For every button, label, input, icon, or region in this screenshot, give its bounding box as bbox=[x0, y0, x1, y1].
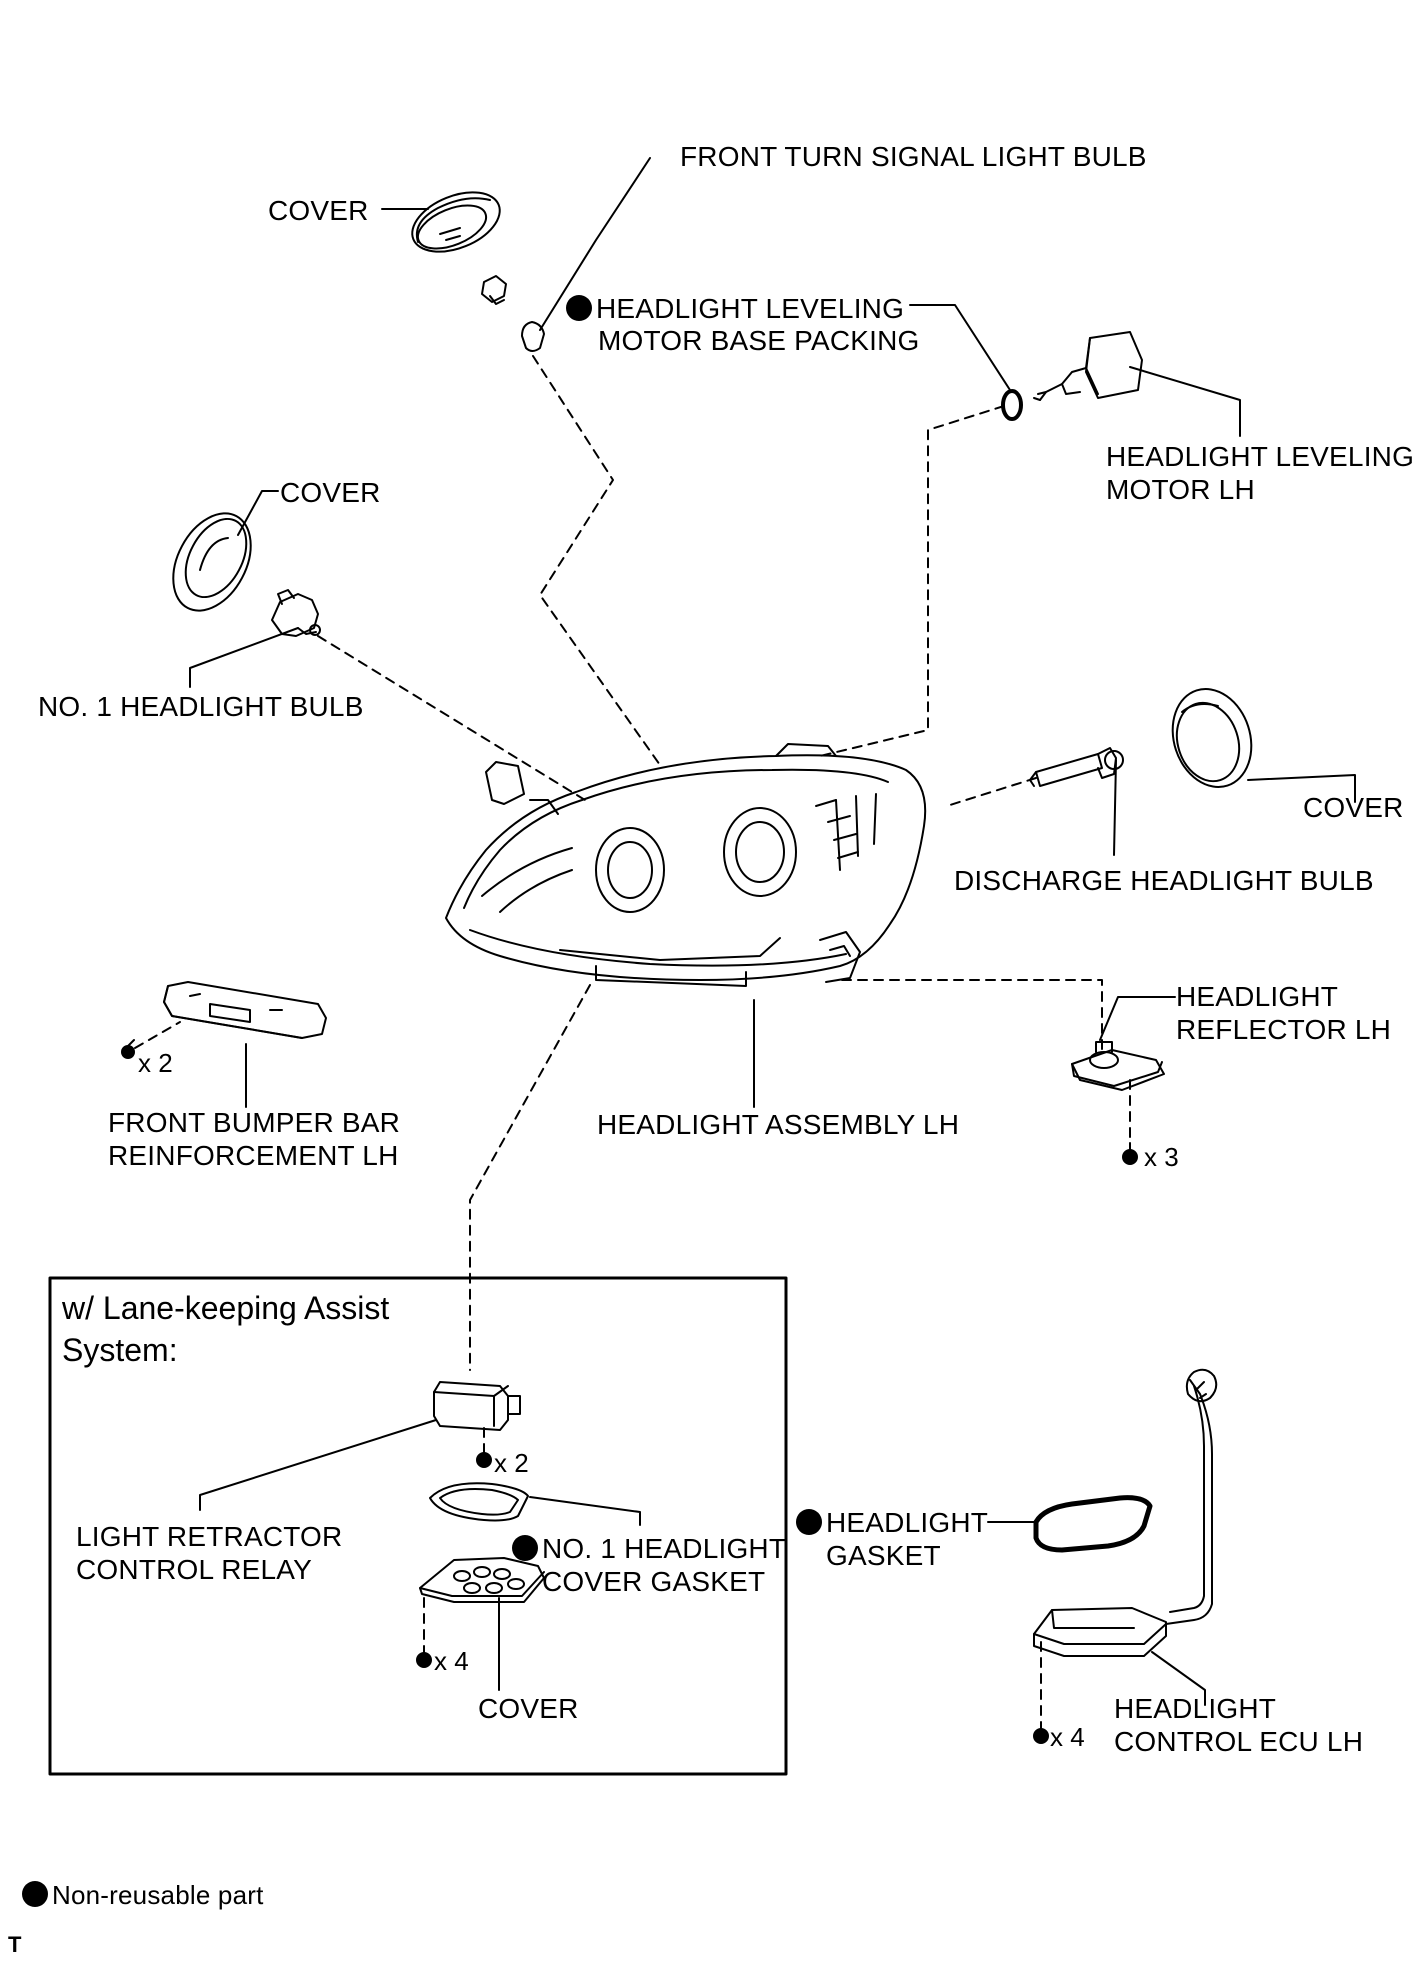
non-reusable-dot-icon bbox=[796, 1509, 822, 1535]
turn-signal-bulb-part bbox=[521, 321, 545, 352]
label-headlight-reflector-line2: REFLECTOR LH bbox=[1176, 1014, 1392, 1045]
label-headlight-control-ecu-line2: CONTROL ECU LH bbox=[1114, 1726, 1364, 1757]
qty-bumper-bar-screws: x 2 bbox=[138, 1048, 173, 1078]
label-no1-cover-gasket: NO. 1 HEADLIGHT bbox=[512, 1532, 786, 1566]
reflector-screw-icon bbox=[1122, 1142, 1138, 1165]
headlight-reflector-part bbox=[1071, 1041, 1165, 1091]
corner-mark: T bbox=[8, 1932, 22, 1957]
inset-title-line2: System: bbox=[62, 1332, 178, 1368]
leveling-motor-part bbox=[1033, 331, 1143, 401]
non-reusable-dot-icon bbox=[566, 295, 592, 321]
no1-headlight-cover-gasket-part bbox=[429, 1482, 529, 1522]
bumper-bar-screw-icon bbox=[121, 1039, 135, 1059]
label-discharge-headlight-bulb: DISCHARGE HEADLIGHT BULB bbox=[954, 865, 1374, 896]
label-cover-right: COVER bbox=[1303, 792, 1404, 823]
label-leveling-motor: HEADLIGHT LEVELING bbox=[1106, 441, 1415, 472]
leader-lines bbox=[189, 157, 1356, 1706]
relay-screw-icon bbox=[476, 1447, 492, 1468]
leveling-motor-packing-part bbox=[1001, 389, 1023, 421]
label-front-turn-signal-bulb: FRONT TURN SIGNAL LIGHT BULB bbox=[680, 141, 1147, 172]
lane-keeping-inset-frame bbox=[48, 1276, 788, 1776]
cover-right-part bbox=[1171, 688, 1253, 788]
ecu-screw-icon bbox=[1033, 1723, 1049, 1744]
headlight-control-ecu-part bbox=[1033, 1368, 1218, 1657]
label-front-bumper-bar: FRONT BUMPER BAR bbox=[108, 1107, 401, 1138]
bumper-bar-reinforcement-part bbox=[163, 981, 327, 1039]
label-cover-top: COVER bbox=[268, 195, 369, 226]
legend-non-reusable: Non-reusable part bbox=[22, 1878, 264, 1912]
light-retractor-relay-part bbox=[433, 1381, 521, 1431]
label-cover-left: COVER bbox=[280, 477, 381, 508]
label-cover-bottom: COVER bbox=[478, 1693, 579, 1724]
discharge-headlight-bulb-part bbox=[1029, 747, 1124, 787]
assembly-guide-lines bbox=[134, 355, 1131, 1729]
cover-bottom-part bbox=[419, 1557, 545, 1603]
inset-title: w/ Lane-keeping Assist bbox=[62, 1290, 390, 1326]
cover-top-part bbox=[411, 191, 501, 253]
turn-signal-socket-part bbox=[481, 275, 507, 305]
qty-reflector-screws: x 3 bbox=[1144, 1142, 1179, 1172]
label-leveling-motor-packing: HEADLIGHT LEVELING bbox=[566, 292, 904, 326]
label-light-retractor-relay: LIGHT RETRACTOR bbox=[76, 1521, 343, 1552]
cover-left-part bbox=[172, 512, 252, 612]
qty-relay-screws: x 2 bbox=[494, 1448, 529, 1478]
qty-cover-screws: x 4 bbox=[434, 1646, 469, 1676]
label-headlight-control-ecu: HEADLIGHT bbox=[1114, 1693, 1277, 1724]
headlight-gasket-part bbox=[1033, 1495, 1153, 1553]
label-front-bumper-bar-line2: REINFORCEMENT LH bbox=[108, 1140, 399, 1171]
non-reusable-dot-icon bbox=[22, 1881, 48, 1907]
label-headlight-gasket-line2: GASKET bbox=[826, 1540, 941, 1571]
no1-headlight-bulb-part bbox=[271, 589, 321, 637]
label-leveling-motor-packing-line2: MOTOR BASE PACKING bbox=[598, 325, 920, 356]
label-light-retractor-relay-line2: CONTROL RELAY bbox=[76, 1554, 312, 1585]
label-headlight-reflector: HEADLIGHT bbox=[1176, 981, 1339, 1012]
label-no1-headlight-bulb: NO. 1 HEADLIGHT BULB bbox=[38, 691, 364, 722]
label-headlight-gasket: HEADLIGHT bbox=[796, 1506, 988, 1540]
cover-screw-icon bbox=[416, 1647, 432, 1668]
qty-ecu-screws: x 4 bbox=[1050, 1722, 1085, 1752]
non-reusable-dot-icon bbox=[512, 1535, 538, 1561]
label-headlight-assembly: HEADLIGHT ASSEMBLY LH bbox=[597, 1109, 960, 1140]
headlight-assembly-part bbox=[445, 743, 927, 987]
label-no1-cover-gasket-line2: COVER GASKET bbox=[542, 1566, 766, 1597]
label-leveling-motor-line2: MOTOR LH bbox=[1106, 474, 1255, 505]
